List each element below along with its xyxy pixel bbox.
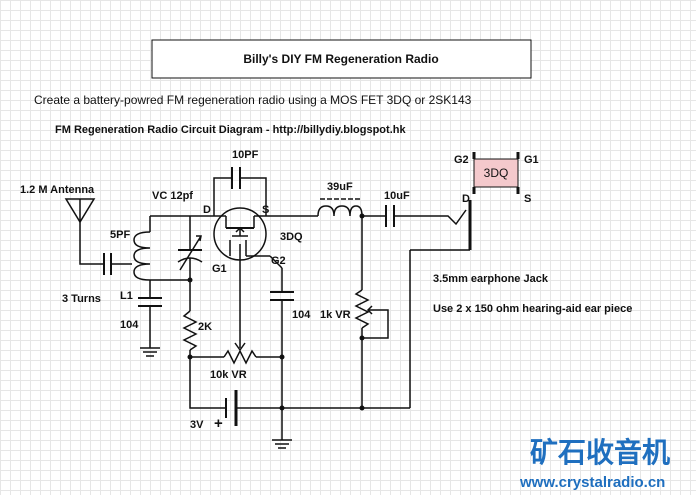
pkg-s-label: S: [524, 193, 531, 205]
junction-bottom-vr: [359, 405, 365, 411]
pkg-g2-label: G2: [454, 154, 469, 166]
subtitle: Create a battery-powred FM regeneration …: [34, 93, 472, 107]
pkg-d-label: D: [462, 193, 470, 205]
cap-10uf-label: 10uF: [384, 190, 410, 202]
l1-label: L1: [120, 290, 133, 302]
resistor-2k: [182, 310, 198, 357]
earphone-jack: [409, 200, 472, 408]
wire-antenna: [79, 254, 104, 265]
fet-g1-label: G1: [212, 263, 227, 275]
antenna: [64, 198, 96, 254]
cap-104-left-label: 104: [120, 319, 139, 331]
vr-10k-label: 10k VR: [210, 369, 247, 381]
cap-104-mid-label: 104: [292, 309, 311, 321]
variable-capacitor-vc: [177, 216, 203, 311]
pkg-g1-label: G1: [524, 154, 539, 166]
junction-vr1k: [359, 335, 365, 341]
page-title: Billy's DIY FM Regeneration Radio: [243, 52, 438, 66]
coil-l1: [133, 216, 151, 298]
title-box: [151, 39, 532, 79]
vr-1k-label: 1k VR: [320, 309, 351, 321]
fet-d-label: D: [203, 204, 211, 216]
antenna-label: 1.2 M Antenna: [20, 184, 95, 196]
capacitor-10pf: [213, 167, 267, 216]
battery-3v: [225, 390, 410, 426]
inductor-39uf: [317, 198, 386, 217]
mosfet-3dq: [213, 207, 283, 280]
capacitor-10uf: [385, 205, 467, 227]
wire-battery-left: [189, 357, 226, 409]
earpiece-label: Use 2 x 150 ohm hearing-aid ear piece: [433, 303, 632, 315]
junction-bottom-g2: [279, 405, 285, 411]
cap-10pf-label: 10PF: [232, 149, 259, 161]
fet-package-pinout: [472, 152, 520, 194]
battery-plus-label: +: [214, 415, 223, 432]
diagram-caption: FM Regeneration Radio Circuit Diagram - …: [55, 124, 406, 136]
capacitor-5pf: [103, 253, 112, 275]
inductor-39uf-label: 39uF: [327, 181, 353, 193]
jack-label: 3.5mm earphone Jack: [433, 273, 549, 285]
capacitor-104-left: [138, 297, 162, 348]
potentiometer-1k: [354, 216, 389, 408]
r-2k-label: 2K: [198, 321, 212, 333]
battery-label: 3V: [190, 419, 204, 431]
fet-g2-label: G2: [271, 255, 286, 267]
watermark-url: www.crystalradio.cn: [519, 474, 665, 491]
capacitor-104-mid: [270, 268, 294, 440]
potentiometer-10k: [223, 280, 282, 365]
turns-label: 3 Turns: [62, 293, 101, 305]
ground-right: [272, 439, 292, 449]
pkg-body-label: 3DQ: [484, 166, 509, 180]
ground-left: [140, 347, 160, 357]
junction-vc: [187, 277, 193, 283]
fet-name-label: 3DQ: [280, 231, 303, 243]
cap-5pf-label: 5PF: [110, 229, 130, 241]
vc-label: VC 12pf: [152, 190, 193, 202]
watermark-brand: 矿石收音机: [530, 436, 670, 469]
